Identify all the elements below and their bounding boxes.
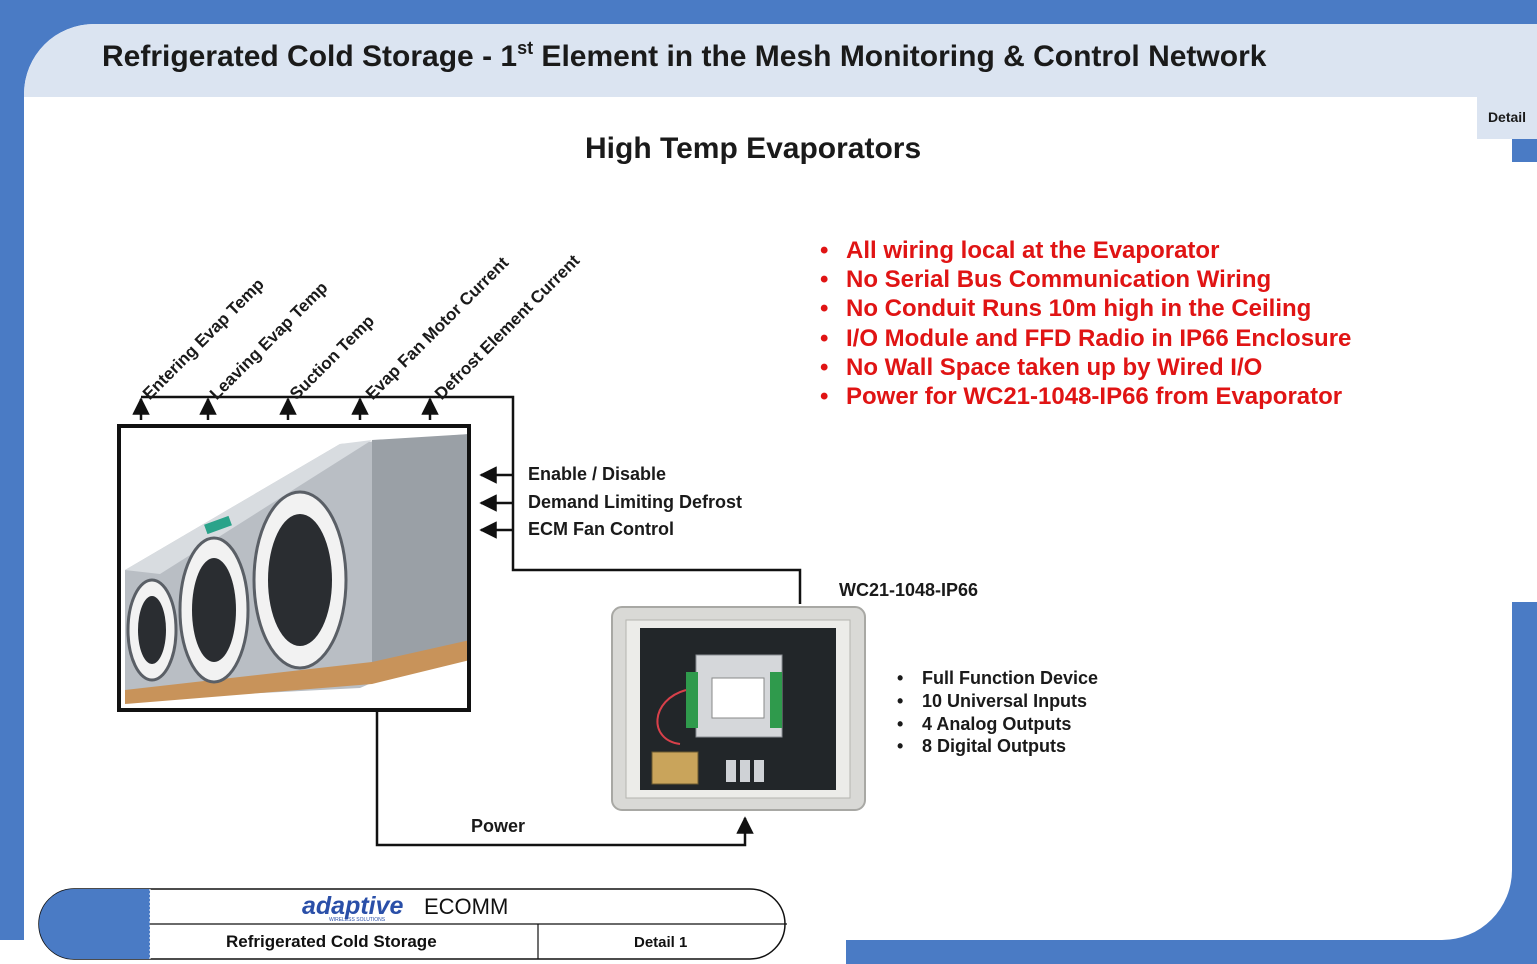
product-name: ECOMM [424, 894, 508, 919]
output-label: ECM Fan Control [528, 519, 674, 539]
device-label: WC21-1048-IP66 [839, 580, 979, 600]
list-item: •No Serial Bus Communication Wiring [820, 266, 1272, 294]
page-title: Refrigerated Cold Storage - 1st Element … [102, 38, 1267, 73]
section-title: High Temp Evaporators [585, 132, 922, 165]
logo-tagline: WIRELESS SOLUTIONS [329, 917, 386, 923]
wc21-enclosure-image [611, 606, 866, 811]
doc-title: Refrigerated Cold Storage [226, 932, 437, 951]
adaptive-logo: adaptive [302, 892, 404, 920]
footer-title-block: adaptive WIRELESS SOLUTIONS ECOMM Refrig… [38, 888, 787, 960]
title-band [24, 24, 1537, 97]
list-item: •Power for WC21-1048-IP66 from Evaporato… [820, 382, 1343, 410]
frame-gap [1512, 162, 1537, 602]
device-spec-list: •Full Function Device •10 Universal Inpu… [897, 667, 1098, 758]
list-item: •No Conduit Runs 10m high in the Ceiling [820, 295, 1312, 323]
feature-list: •All wiring local at the Evaporator •No … [820, 236, 1351, 411]
power-label: Power [471, 816, 526, 836]
output-label: Enable / Disable [528, 464, 667, 484]
list-item: •I/O Module and FFD Radio in IP66 Enclos… [820, 324, 1352, 352]
output-label: Demand Limiting Defrost [528, 492, 743, 512]
page-number: Detail 1 [634, 934, 687, 951]
list-item: •No Wall Space taken up by Wired I/O [820, 353, 1263, 381]
list-item: •10 Universal Inputs [897, 690, 1088, 711]
evaporator-image [117, 424, 471, 712]
list-item: •All wiring local at the Evaporator [820, 237, 1220, 264]
detail-tab[interactable]: Detail [1477, 97, 1537, 139]
list-item: •Full Function Device [897, 668, 1099, 688]
list-item: •4 Analog Outputs [897, 713, 1072, 734]
list-item: •8 Digital Outputs [897, 736, 1066, 757]
